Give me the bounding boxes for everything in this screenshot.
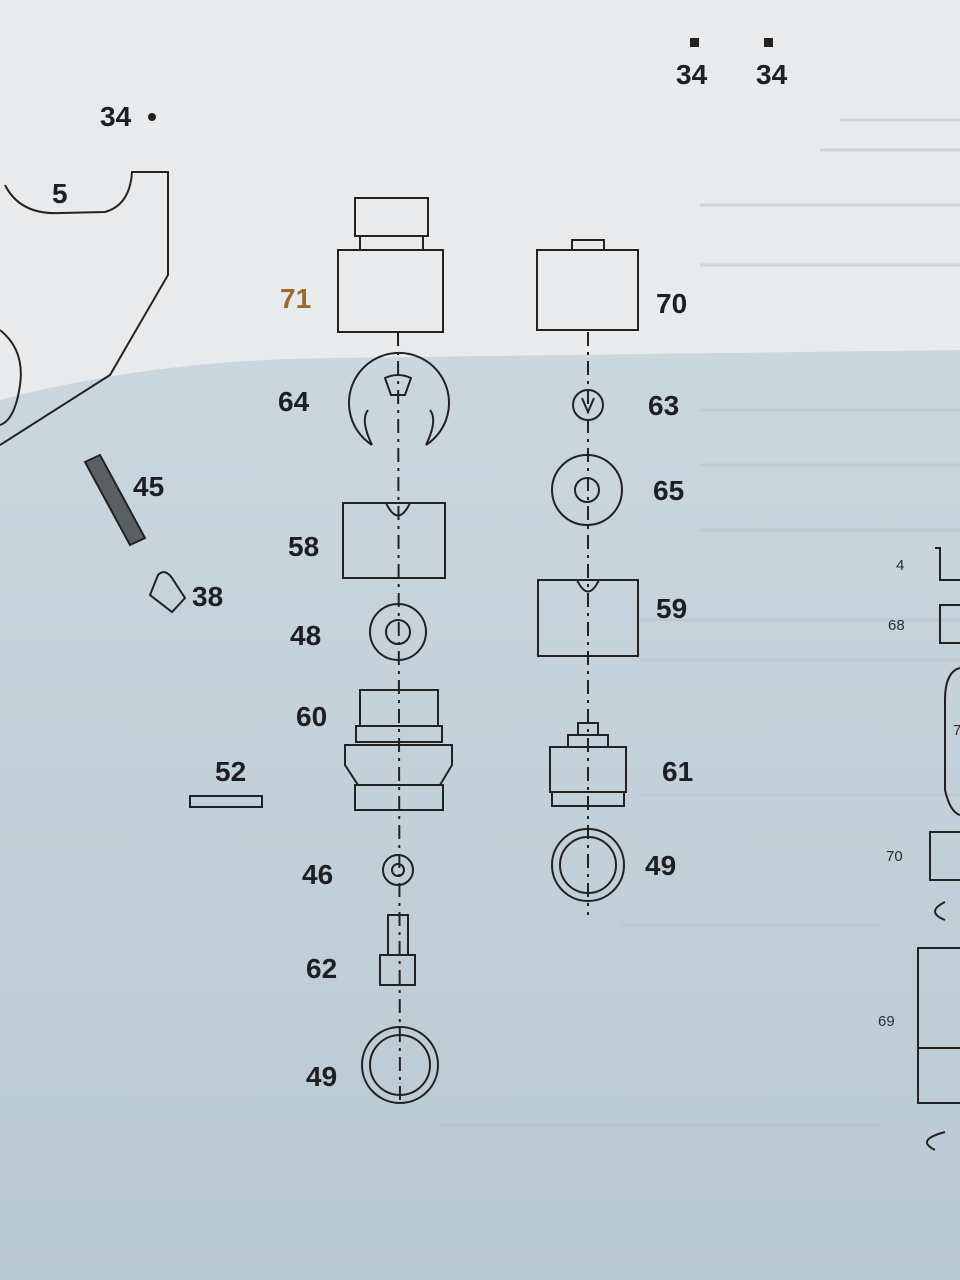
- label-65: 65: [653, 475, 684, 506]
- part-45-spring: 45: [83, 453, 164, 547]
- part-71-cap: 71: [280, 197, 444, 333]
- part-52-pin: 52: [189, 756, 263, 808]
- adjacent-diagram-partial: 4 68 7 70 69: [878, 547, 960, 1151]
- part-48-ring: 48: [290, 603, 427, 661]
- label-60: 60: [296, 701, 327, 732]
- label-61: 61: [662, 756, 693, 787]
- label-71: 71: [280, 283, 311, 314]
- label-45: 45: [133, 471, 164, 502]
- label-49: 49: [306, 1061, 337, 1092]
- part-59-block: 59: [537, 579, 687, 657]
- label-7: 7: [953, 722, 960, 739]
- part-64-e-clip: 64: [278, 351, 450, 446]
- part-46-washer: 46: [302, 854, 414, 890]
- part-34-top-left: 34: [100, 101, 156, 132]
- part-34-top-right-2: 34: [756, 38, 788, 90]
- label-69: 69: [878, 1013, 895, 1030]
- part-5-housing: 5: [0, 171, 169, 446]
- left-axis-centerline: [397, 331, 401, 1106]
- label-52: 52: [215, 756, 246, 787]
- label-63: 63: [648, 390, 679, 421]
- label-70-side: 70: [886, 848, 903, 865]
- label-5: 5: [52, 178, 68, 209]
- part-70-cap: 70: [536, 239, 687, 331]
- label-38: 38: [192, 581, 223, 612]
- label-48: 48: [290, 620, 321, 651]
- label-59: 59: [656, 593, 687, 624]
- label-62: 62: [306, 953, 337, 984]
- label-4: 4: [896, 557, 904, 574]
- label-34: 34: [676, 59, 708, 90]
- part-34-top-right-1: 34: [676, 38, 708, 90]
- part-62-stem: 62: [306, 914, 416, 986]
- part-63-clip: 63: [572, 389, 679, 421]
- part-58-block: 58: [288, 502, 446, 579]
- label-49: 49: [645, 850, 676, 881]
- part-49-o-ring-bottom: 49: [306, 1026, 439, 1104]
- label-58: 58: [288, 531, 319, 562]
- part-38-plug: 38: [148, 571, 223, 614]
- label-46: 46: [302, 859, 333, 890]
- nut-icon: [148, 113, 156, 121]
- part-60-valve-body: 60: [296, 689, 453, 811]
- part-65-washer: 65: [551, 454, 684, 526]
- part-49-o-ring-right: 49: [551, 828, 676, 902]
- part-61-valve: 61: [549, 722, 693, 807]
- bleed-through-text: [440, 118, 960, 1127]
- label-34: 34: [100, 101, 132, 132]
- nut-icon: [690, 38, 699, 47]
- shadow-region: [0, 350, 960, 1280]
- label-64: 64: [278, 386, 310, 417]
- label-34: 34: [756, 59, 788, 90]
- nut-icon: [764, 38, 773, 47]
- label-68: 68: [888, 617, 905, 634]
- label-70: 70: [656, 288, 687, 319]
